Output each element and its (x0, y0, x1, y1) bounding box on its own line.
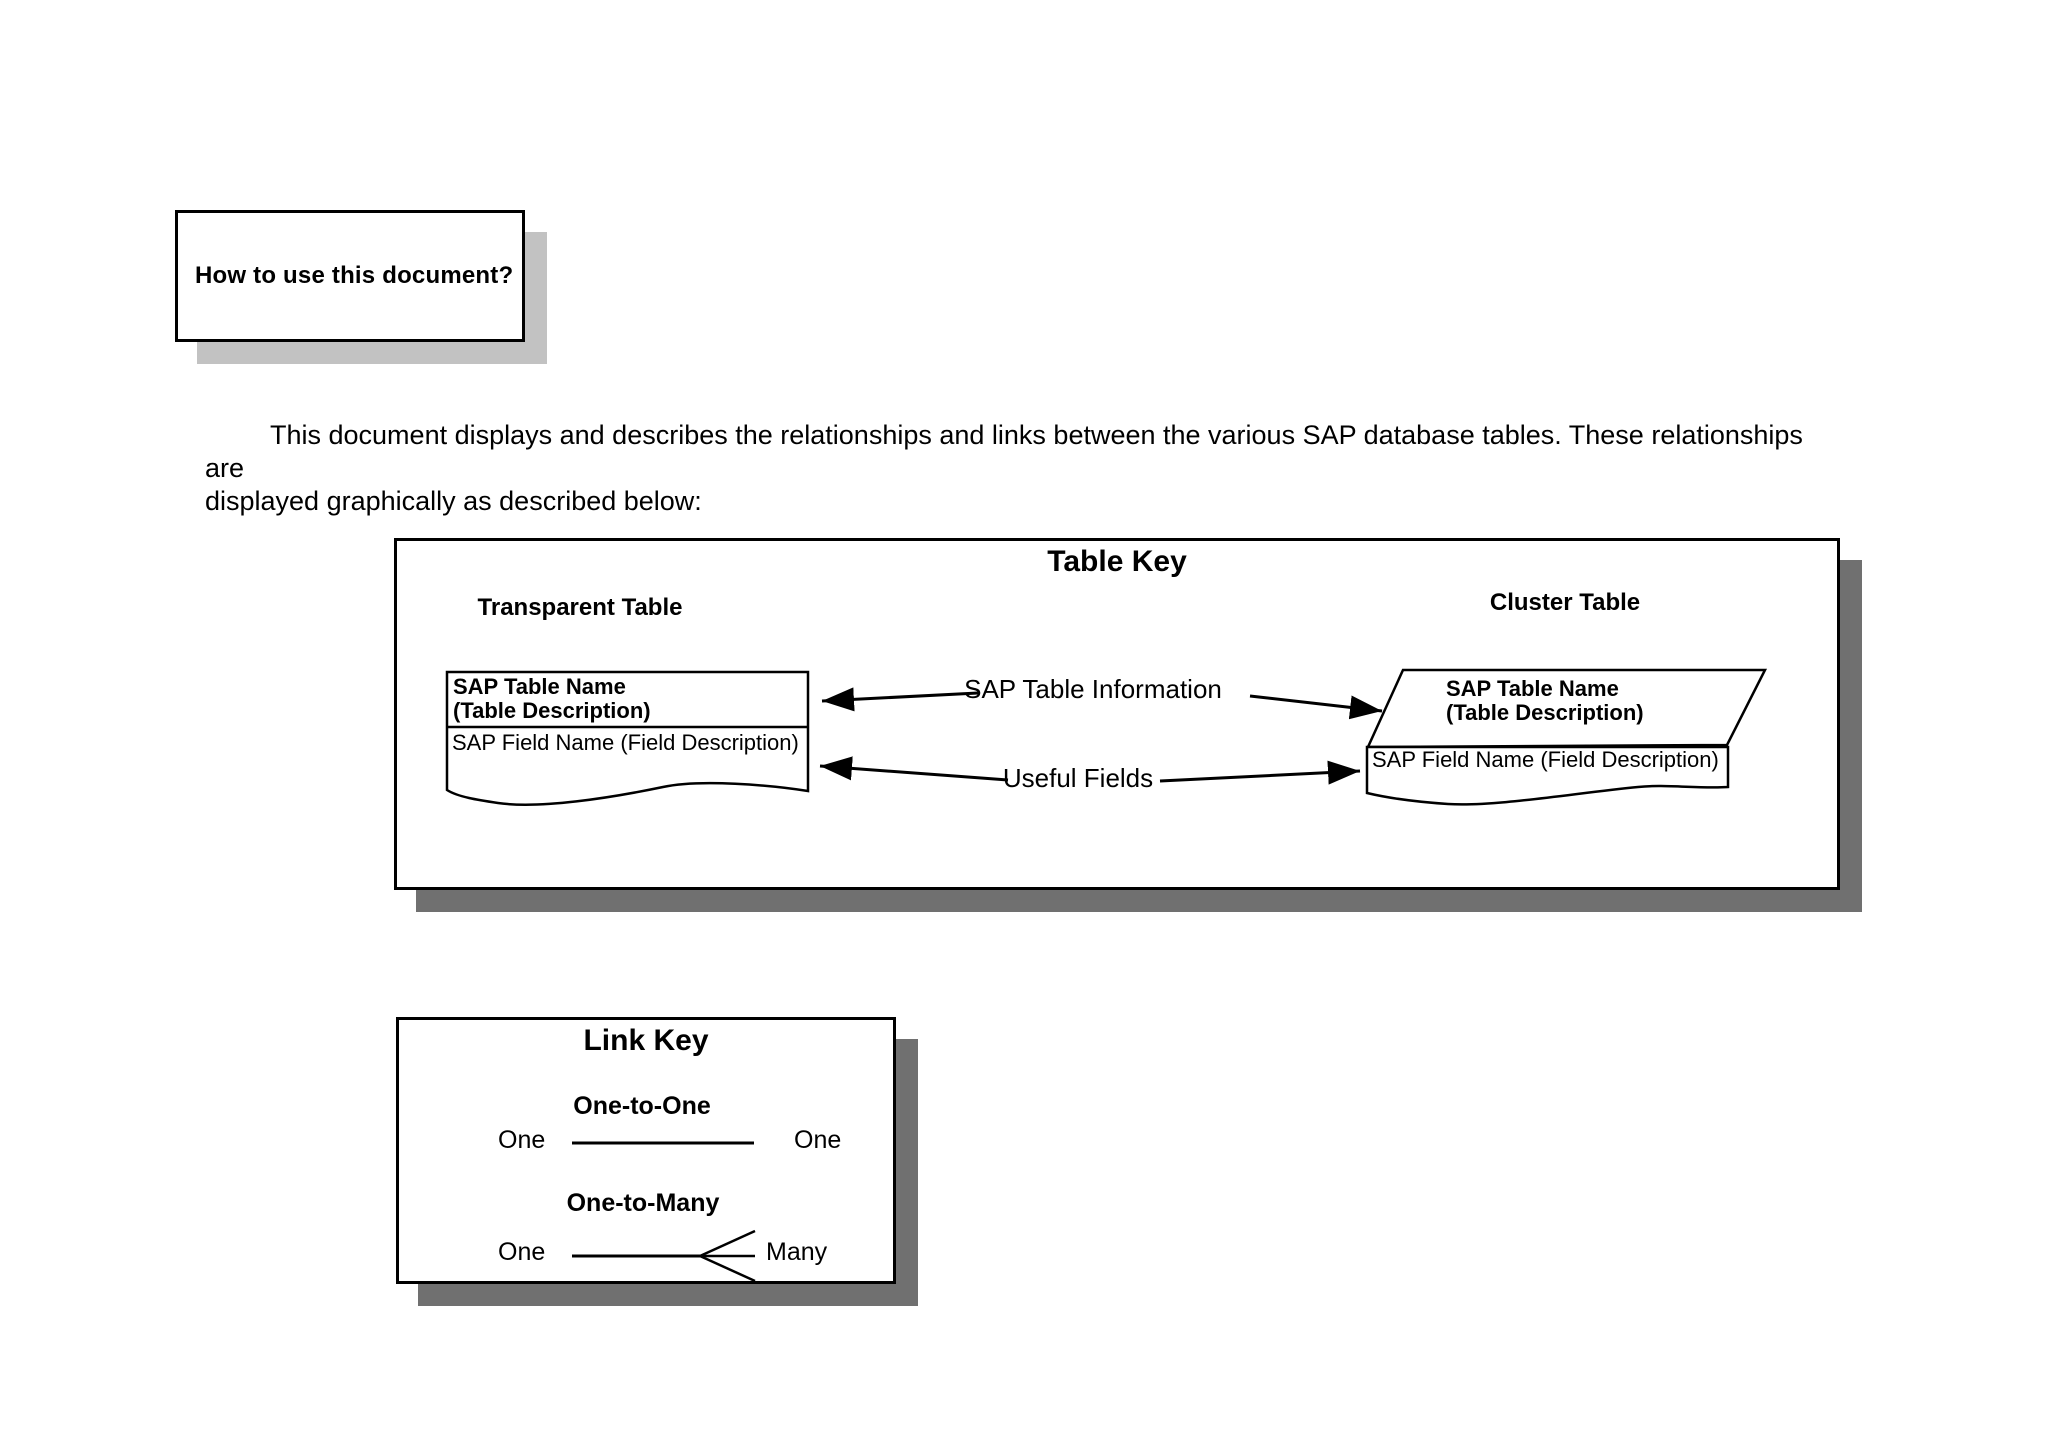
intro-line-1: This document displays and describes the… (205, 420, 1803, 483)
transparent-table-heading: Transparent Table (477, 594, 683, 621)
intro-line-2: displayed graphically as described below… (205, 486, 702, 516)
one-to-many-left-label: One (498, 1238, 546, 1266)
link-key-title: Link Key (583, 1024, 709, 1057)
one-to-many-heading: One-to-Many (566, 1189, 720, 1217)
transparent-table-description: (Table Description) (453, 698, 651, 723)
label-sap-table-information: SAP Table Information (964, 674, 1222, 704)
one-to-many-right-label: Many (766, 1238, 828, 1266)
cluster-table-field: SAP Field Name (Field Description) (1372, 747, 1719, 772)
transparent-table-name: SAP Table Name (453, 674, 626, 699)
cluster-table-description: (Table Description) (1446, 700, 1644, 725)
cluster-table-heading: Cluster Table (1489, 589, 1641, 616)
label-useful-fields: Useful Fields (1002, 763, 1154, 793)
one-to-one-heading: One-to-One (573, 1092, 711, 1120)
intro-paragraph: This document displays and describes the… (205, 419, 1845, 518)
howto-box: How to use this document? (175, 210, 525, 342)
howto-title: How to use this document? (195, 262, 514, 289)
link-key-panel (396, 1017, 896, 1284)
one-to-one-right-label: One (794, 1126, 842, 1154)
cluster-table-name: SAP Table Name (1446, 676, 1619, 701)
one-to-one-left-label: One (498, 1126, 546, 1154)
table-key-title: Table Key (1047, 545, 1187, 578)
transparent-table-field: SAP Field Name (Field Description) (452, 730, 799, 755)
